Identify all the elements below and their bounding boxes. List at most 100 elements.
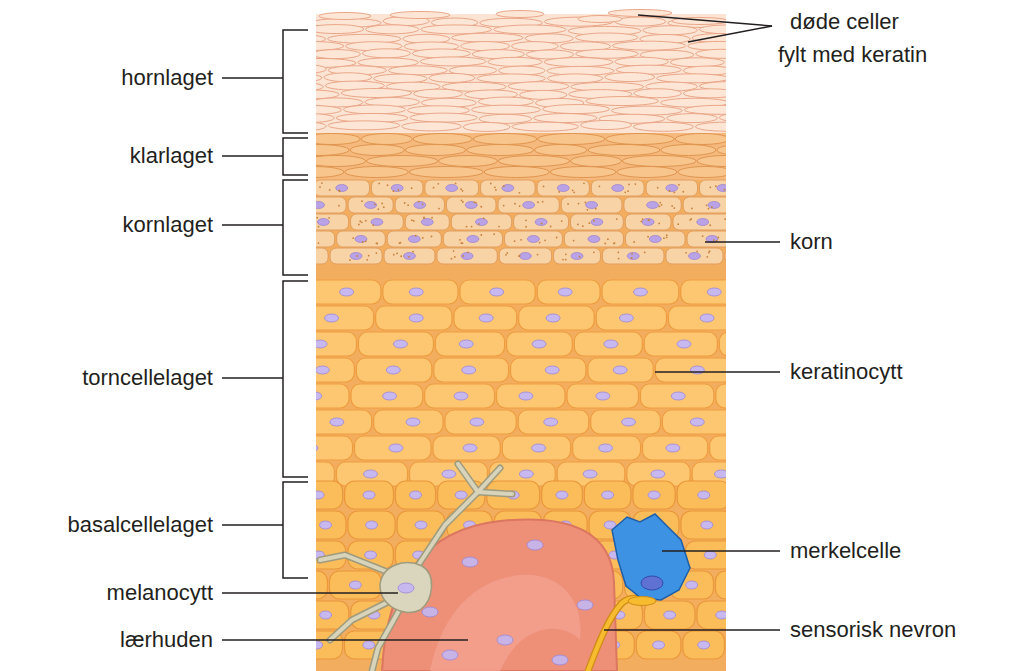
granule — [673, 191, 675, 193]
granule — [498, 226, 500, 228]
granule — [525, 219, 527, 221]
clear-cell — [538, 134, 605, 145]
granule — [541, 223, 543, 225]
granule — [400, 255, 402, 257]
keratinocyte-cell — [681, 280, 726, 304]
cell-nucleus — [671, 392, 685, 400]
granule — [413, 220, 415, 222]
clear-cell — [498, 156, 569, 167]
dead-cell — [695, 122, 726, 131]
granular-cell — [624, 197, 681, 213]
granule — [691, 208, 693, 210]
dead-cell — [548, 74, 603, 83]
cell-nucleus — [690, 418, 704, 426]
granule — [673, 207, 675, 209]
dead-cell — [684, 105, 726, 114]
cell-nucleus — [583, 470, 597, 478]
granule — [418, 201, 420, 203]
dead-cell — [494, 25, 566, 34]
cell-nucleus — [701, 521, 713, 529]
cell-nucleus — [545, 366, 559, 374]
granule — [702, 235, 704, 237]
granule — [628, 183, 630, 185]
granule — [378, 183, 380, 185]
granule — [593, 220, 595, 222]
cell-nucleus — [363, 641, 375, 649]
granule — [376, 243, 378, 245]
granule — [565, 259, 567, 261]
basal-cell — [633, 481, 675, 509]
part-label: klarlaget — [130, 143, 213, 169]
part-label: kornlaget — [122, 212, 213, 238]
cell-nucleus — [393, 340, 407, 348]
dead-cell — [512, 122, 579, 131]
granular-cell — [330, 248, 382, 264]
cell-nucleus — [459, 340, 473, 348]
granule — [696, 250, 698, 252]
granule — [506, 252, 508, 254]
granule — [396, 253, 398, 255]
granule — [724, 218, 726, 220]
leader-line — [222, 77, 283, 79]
granule — [717, 237, 719, 239]
dead-cell — [420, 57, 486, 66]
dead-cell — [328, 121, 400, 130]
granule — [618, 258, 620, 260]
keratinocyte-cell — [511, 358, 586, 382]
dead-cell — [324, 73, 372, 82]
granule — [437, 183, 439, 185]
clear-cell — [484, 167, 549, 178]
part-label: torncellelaget — [82, 365, 213, 391]
keratinocyte-cell — [574, 332, 642, 356]
granule — [454, 256, 456, 258]
granule — [338, 205, 340, 207]
leader-line — [222, 639, 468, 641]
part-label: lærhuden — [120, 627, 213, 653]
keratinocyte-cell — [644, 332, 717, 356]
keratinocyte-cell — [433, 436, 500, 460]
cell-nucleus — [465, 202, 477, 209]
dead-cell — [496, 11, 544, 18]
granule — [467, 251, 469, 253]
basal-cell — [681, 511, 726, 539]
dead-cell — [508, 82, 569, 91]
granule — [404, 202, 406, 204]
clear-cell — [588, 145, 660, 156]
dead-cell — [421, 25, 492, 34]
cell-nucleus — [519, 253, 531, 260]
granule — [518, 255, 520, 257]
keratinocyte-cell — [602, 280, 679, 304]
granule — [607, 238, 609, 240]
granule — [393, 254, 395, 256]
dermis-nucleus — [527, 540, 543, 550]
granule — [708, 208, 710, 210]
dead-cell — [429, 73, 475, 82]
granule — [657, 187, 659, 189]
cell-nucleus — [470, 418, 484, 426]
keratinocyte-cell — [573, 436, 641, 460]
keratinocyte-cell — [316, 306, 374, 330]
cell-nucleus — [391, 185, 403, 192]
granule — [365, 220, 367, 222]
cell-nucleus — [571, 253, 583, 260]
granule — [685, 252, 687, 254]
granule — [362, 241, 364, 243]
granule — [478, 223, 480, 225]
granule — [565, 253, 567, 255]
keratinocyte-cell — [719, 332, 726, 356]
granule — [462, 190, 464, 192]
part-label: basalcellelaget — [67, 512, 213, 538]
cell-nucleus — [666, 444, 680, 452]
keratinocyte-cell — [356, 358, 431, 382]
granule — [724, 189, 726, 191]
granular-cell — [351, 214, 404, 230]
dead-cell — [667, 114, 717, 123]
clear-cell — [717, 145, 726, 156]
granule — [383, 206, 385, 208]
cell-nucleus — [325, 314, 339, 322]
dead-cell — [719, 113, 726, 122]
granule — [366, 259, 368, 261]
cell-nucleus — [677, 340, 691, 348]
granule — [493, 233, 495, 235]
dead-cell — [581, 121, 632, 130]
